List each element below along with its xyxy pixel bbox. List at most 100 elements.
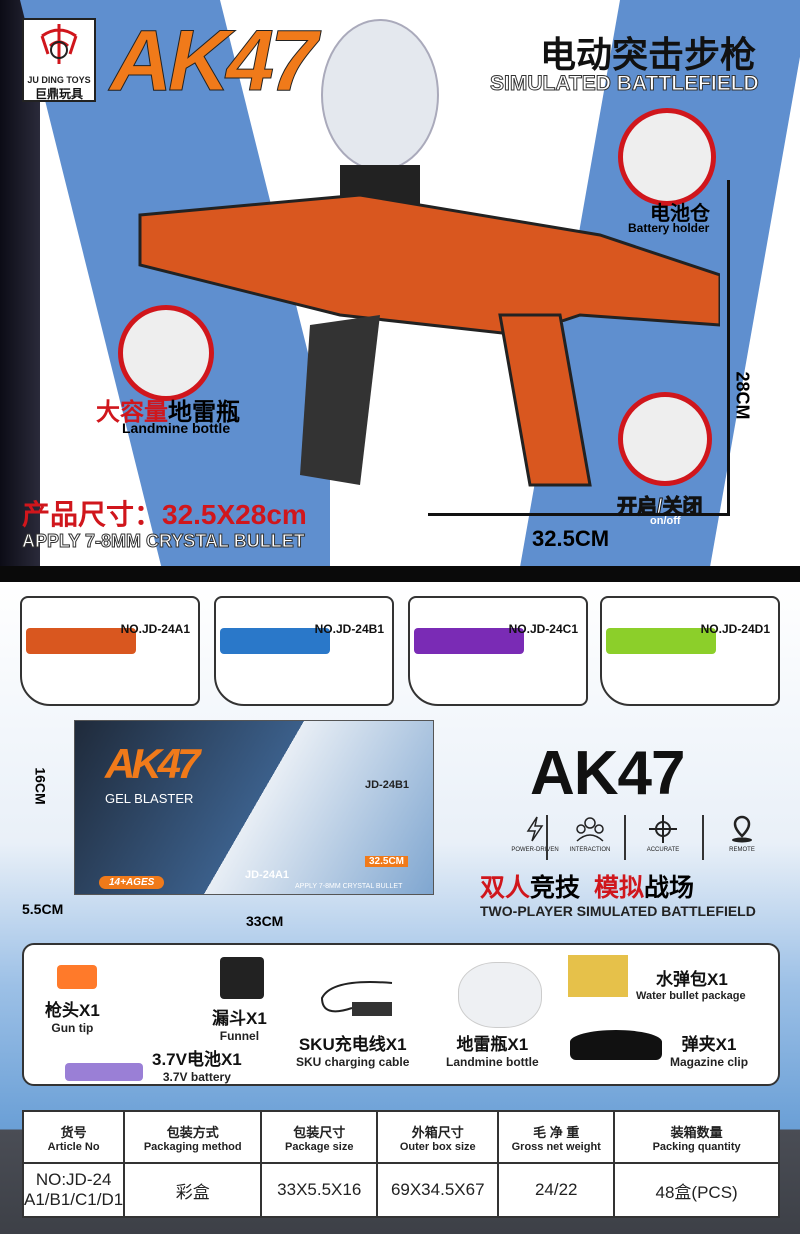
box-model: AK47 [105,740,200,787]
header-en: Package size [284,1140,354,1153]
callout-bottle-cn-black: 地雷瓶 [168,399,240,426]
quantity-cell: 48盒(PCS) [613,1162,780,1218]
box-size-tag: 32.5CM [365,856,409,867]
variant-label: NO.JD-24B1 [314,622,384,636]
accessory-name-en: Magazine clip [670,1055,749,1069]
variant-label: NO.JD-24A1 [120,622,190,636]
gun-thumbnail [220,628,330,654]
feature-power-driven: POWER-DRIVEN [500,815,570,853]
article-no-line1: NO:JD-24 [35,1170,112,1189]
hero-title-en: SIMULATED BATTLEFIELD [490,72,760,96]
slogan-en: TWO-PLAYER SIMULATED BATTLEFIELD [480,903,756,919]
accessory-name-en: Gun tip [51,1021,94,1035]
header-en: Outer box size [399,1140,476,1153]
callout-switch-en: on/off [650,515,681,527]
landmine-bottle-closeup [118,305,214,401]
feature-interaction: INTERACTION [555,815,625,853]
weight-cell: 24/22 [497,1162,616,1218]
gun-thumbnail [26,628,136,654]
box-height-dim: 16CM [32,767,49,805]
header-cn: 装箱数量 [670,1124,723,1140]
callout-bottle-cn: 大容量地雷瓶 [96,392,240,427]
gun-thumbnail [414,628,524,654]
feature-label: INTERACTION [569,847,611,853]
callout-battery-cn: 电池仓 [650,203,710,225]
accessory-name-cn: 枪头X1 [45,1001,100,1020]
feature-label: POWER-DRIVEN [511,847,559,853]
packaging-cell: 彩盒 [123,1162,263,1218]
package-size-cell: 33X5.5X16 [260,1162,379,1218]
height-dim-label: 28CM [732,371,753,420]
funnel-image [220,957,264,999]
outer-box-cell: 69X34.5X67 [376,1162,500,1218]
package-box: AK47 GEL BLASTER 14+AGES JD-24A1 JD-24B1… [74,720,434,895]
charging-cable-image [320,981,393,1016]
feature-remote: REMOTE [707,815,777,853]
header-cn: 外箱尺寸 [411,1124,464,1140]
callout-bottle-en: Landmine bottle [122,420,231,436]
separator [624,815,626,860]
lightning-icon [526,816,544,842]
location-pin-icon [732,815,752,843]
box-subtitle: GEL BLASTER [105,791,194,806]
accessory-name-en: Funnel [219,1029,260,1043]
feature-accurate: ACCURATE [628,815,698,853]
variant-label: NO.JD-24D1 [700,622,770,636]
header-en: Article No [47,1140,100,1153]
accessory-name-en: 3.7V battery [162,1070,231,1084]
box-label-a: JD-24A1 [245,869,290,881]
variant-label: NO.JD-24C1 [508,622,578,636]
brand-logo: JU DING TOYS 巨鼎玩具 [22,18,96,102]
brand-name-cn: 巨鼎玩具 [34,87,83,101]
header-cn: 包装尺寸 [293,1124,346,1140]
callout-bottle-cn-red: 大容量 [96,399,168,426]
variant-card-d1: NO.JD-24D1 [600,596,780,706]
header-cn: 毛 净 重 [533,1124,580,1140]
gun-illustration [138,19,720,487]
box-ages: 14+AGES [99,876,165,889]
brand-name-en: JU DING TOYS [27,75,91,85]
water-bullet-package-image [568,955,628,997]
variant-card-c1: NO.JD-24C1 [408,596,588,706]
switch-closeup [618,392,712,486]
feature-label: REMOTE [729,847,755,853]
gun-thumbnail [606,628,716,654]
accessory-name-en: SKU charging cable [296,1055,410,1069]
variant-card-b1: NO.JD-24B1 [214,596,394,706]
product-size: 产品尺寸：32.5X28cm [22,499,307,530]
product-model: AK47 [530,739,686,808]
width-dim-line [428,513,730,516]
slogan-part: 模拟 [593,874,644,902]
magazine-clip-image [570,1030,662,1060]
crossbow-logo-icon [40,24,78,64]
header-en: Packaging method [143,1140,242,1153]
header-cn: 包装方式 [166,1124,219,1140]
separator [702,815,704,860]
box-bullet-note: APPLY 7-8MM CRYSTAL BULLET [295,883,403,890]
callout-switch-cn: 开启/关闭 [617,496,704,519]
article-no-line2: A1/B1/C1/D1 [24,1190,124,1209]
slogan-part: 战场 [643,874,694,902]
accessory-name-cn: 水弹包X1 [656,970,728,989]
header-cn: 货号 [60,1124,87,1140]
slogan-part: 竞技 [530,874,581,902]
accessory-name-cn: SKU充电线X1 [298,1035,407,1054]
gun-tip-image [57,965,97,989]
header-en: Packing quantity [652,1140,741,1153]
box-width-dim: 33CM [246,913,284,929]
box-depth-dim: 5.5CM [22,901,64,917]
hero-section: JU DING TOYS 巨鼎玩具 AK47 电动突击步枪 SIMULATED … [0,0,800,566]
